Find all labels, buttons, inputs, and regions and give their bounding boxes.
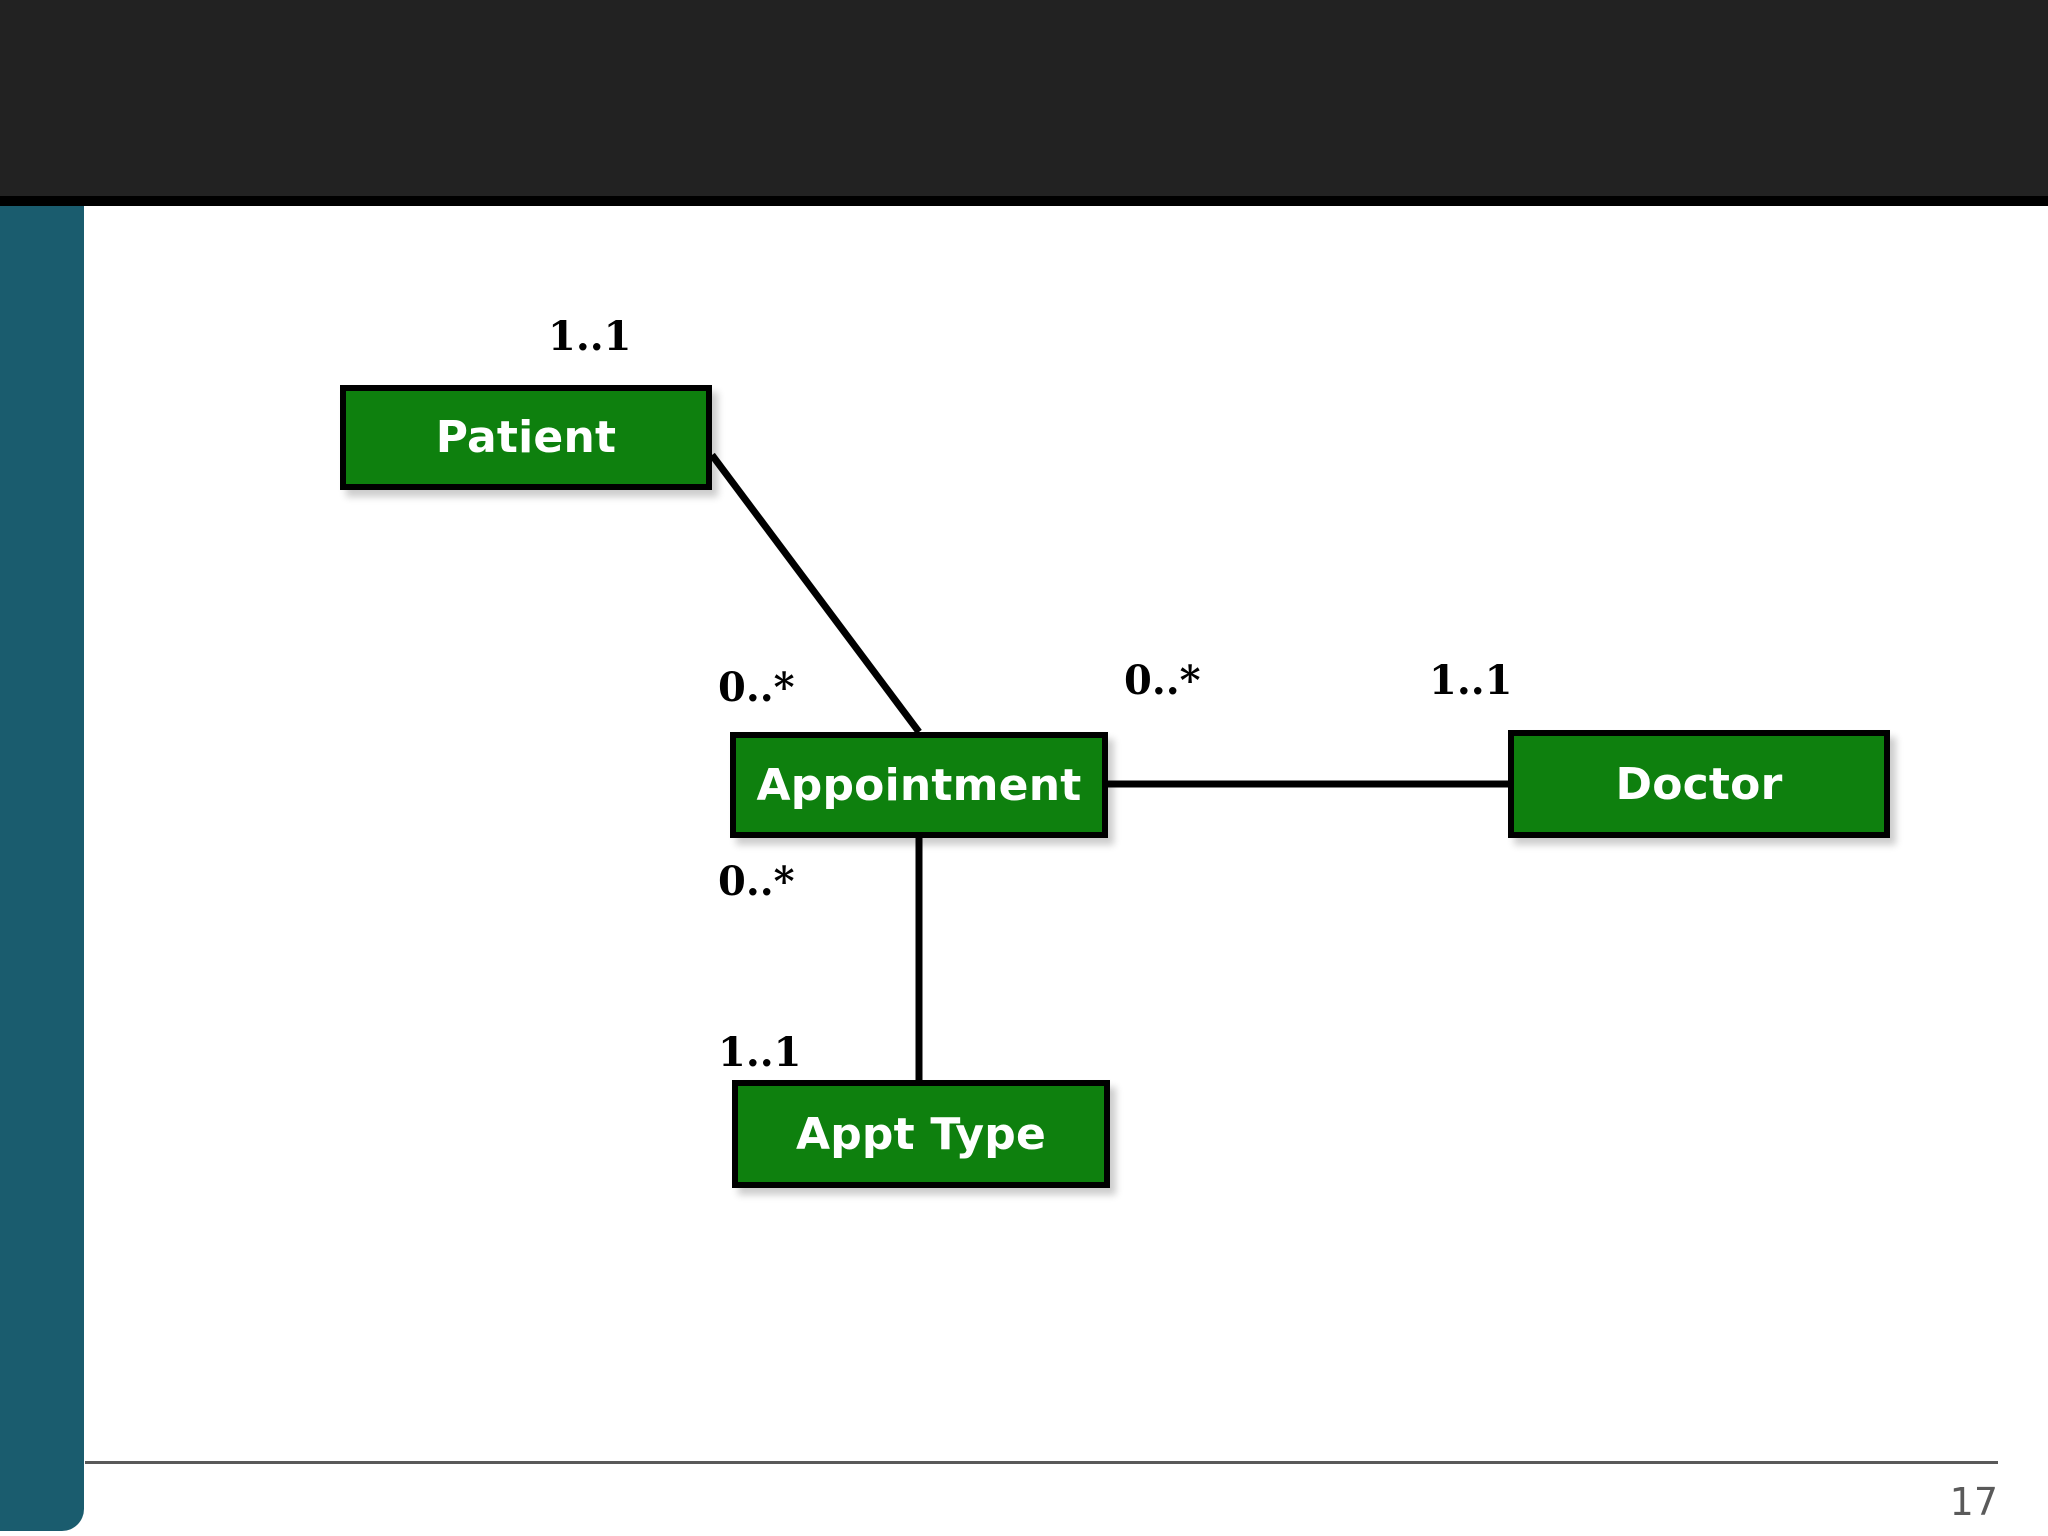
multiplicity-label-doctor-side: 1..1 bbox=[1429, 657, 1513, 704]
uml-node-appointment[interactable]: Appointment bbox=[730, 732, 1108, 838]
multiplicity-label-appointment-to-patient: 0..* bbox=[718, 664, 795, 711]
uml-node-doctor[interactable]: Doctor bbox=[1508, 730, 1890, 838]
multiplicity-label-appointment-to-doctor: 0..* bbox=[1124, 657, 1201, 704]
page-number: 17 bbox=[1949, 1480, 1998, 1524]
top-bar-divider bbox=[0, 196, 2048, 206]
multiplicity-label-patient-side: 1..1 bbox=[548, 313, 632, 360]
slide-accent-rail bbox=[0, 206, 84, 1531]
uml-node-patient[interactable]: Patient bbox=[340, 385, 712, 490]
uml-node-appt-type-label: Appt Type bbox=[795, 1108, 1046, 1160]
uml-node-appointment-label: Appointment bbox=[756, 759, 1082, 811]
uml-node-appt-type[interactable]: Appt Type bbox=[732, 1080, 1110, 1188]
uml-node-patient-label: Patient bbox=[435, 412, 617, 463]
uml-node-doctor-label: Doctor bbox=[1615, 758, 1783, 810]
multiplicity-label-appointment-to-appt-type: 0..* bbox=[718, 858, 795, 905]
slide-footer-divider bbox=[85, 1461, 1998, 1464]
uml-diagram-canvas: Patient Appointment Doctor Appt Type 1..… bbox=[84, 206, 2048, 1536]
application-top-bar bbox=[0, 0, 2048, 196]
multiplicity-label-appt-type-side: 1..1 bbox=[718, 1029, 802, 1076]
